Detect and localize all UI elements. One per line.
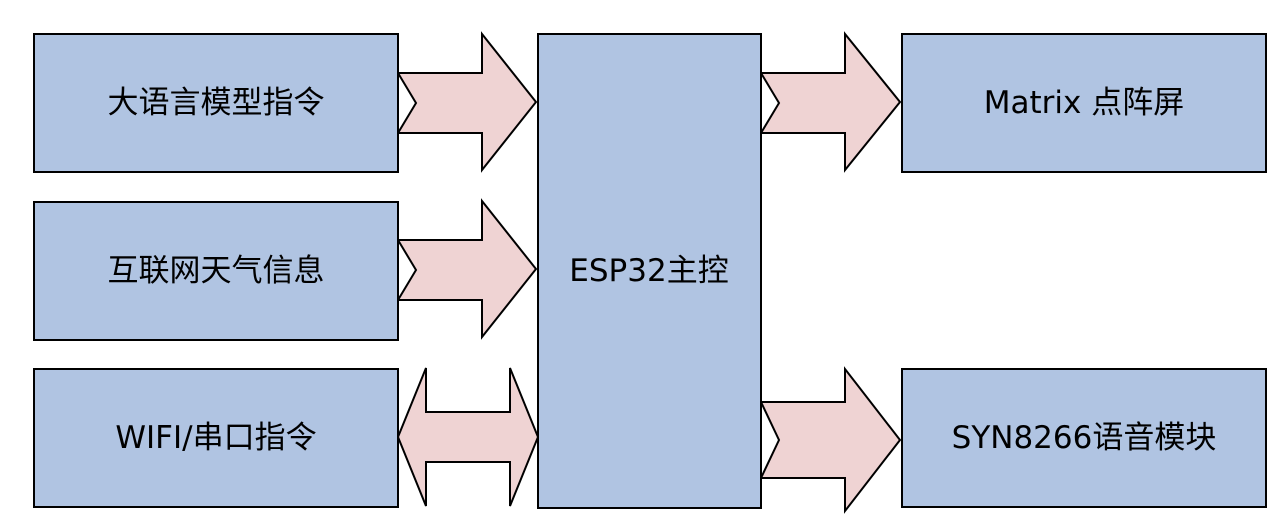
box-wifi-serial-command-label: WIFI/串口指令 xyxy=(115,420,316,456)
box-llm-command-label: 大语言模型指令 xyxy=(108,85,325,121)
box-syn8266-voice: SYN8266语音模块 xyxy=(901,368,1267,508)
box-internet-weather-label: 互联网天气信息 xyxy=(108,253,325,289)
box-internet-weather: 互联网天气信息 xyxy=(33,201,399,341)
box-matrix-display-label: Matrix 点阵屏 xyxy=(984,85,1184,121)
arrow-wifi-esp32-bidirectional xyxy=(396,367,540,507)
box-syn8266-voice-label: SYN8266语音模块 xyxy=(952,420,1217,456)
arrow-weather-to-esp32 xyxy=(396,198,538,340)
box-llm-command: 大语言模型指令 xyxy=(33,33,399,173)
arrow-esp32-to-syn8266 xyxy=(759,366,902,514)
box-esp32-main: ESP32主控 xyxy=(537,33,762,509)
arrow-llm-to-esp32 xyxy=(396,31,538,173)
box-matrix-display: Matrix 点阵屏 xyxy=(901,33,1267,173)
box-wifi-serial-command: WIFI/串口指令 xyxy=(33,368,399,508)
arrow-esp32-to-matrix xyxy=(759,31,902,173)
box-esp32-main-label: ESP32主控 xyxy=(569,253,728,289)
